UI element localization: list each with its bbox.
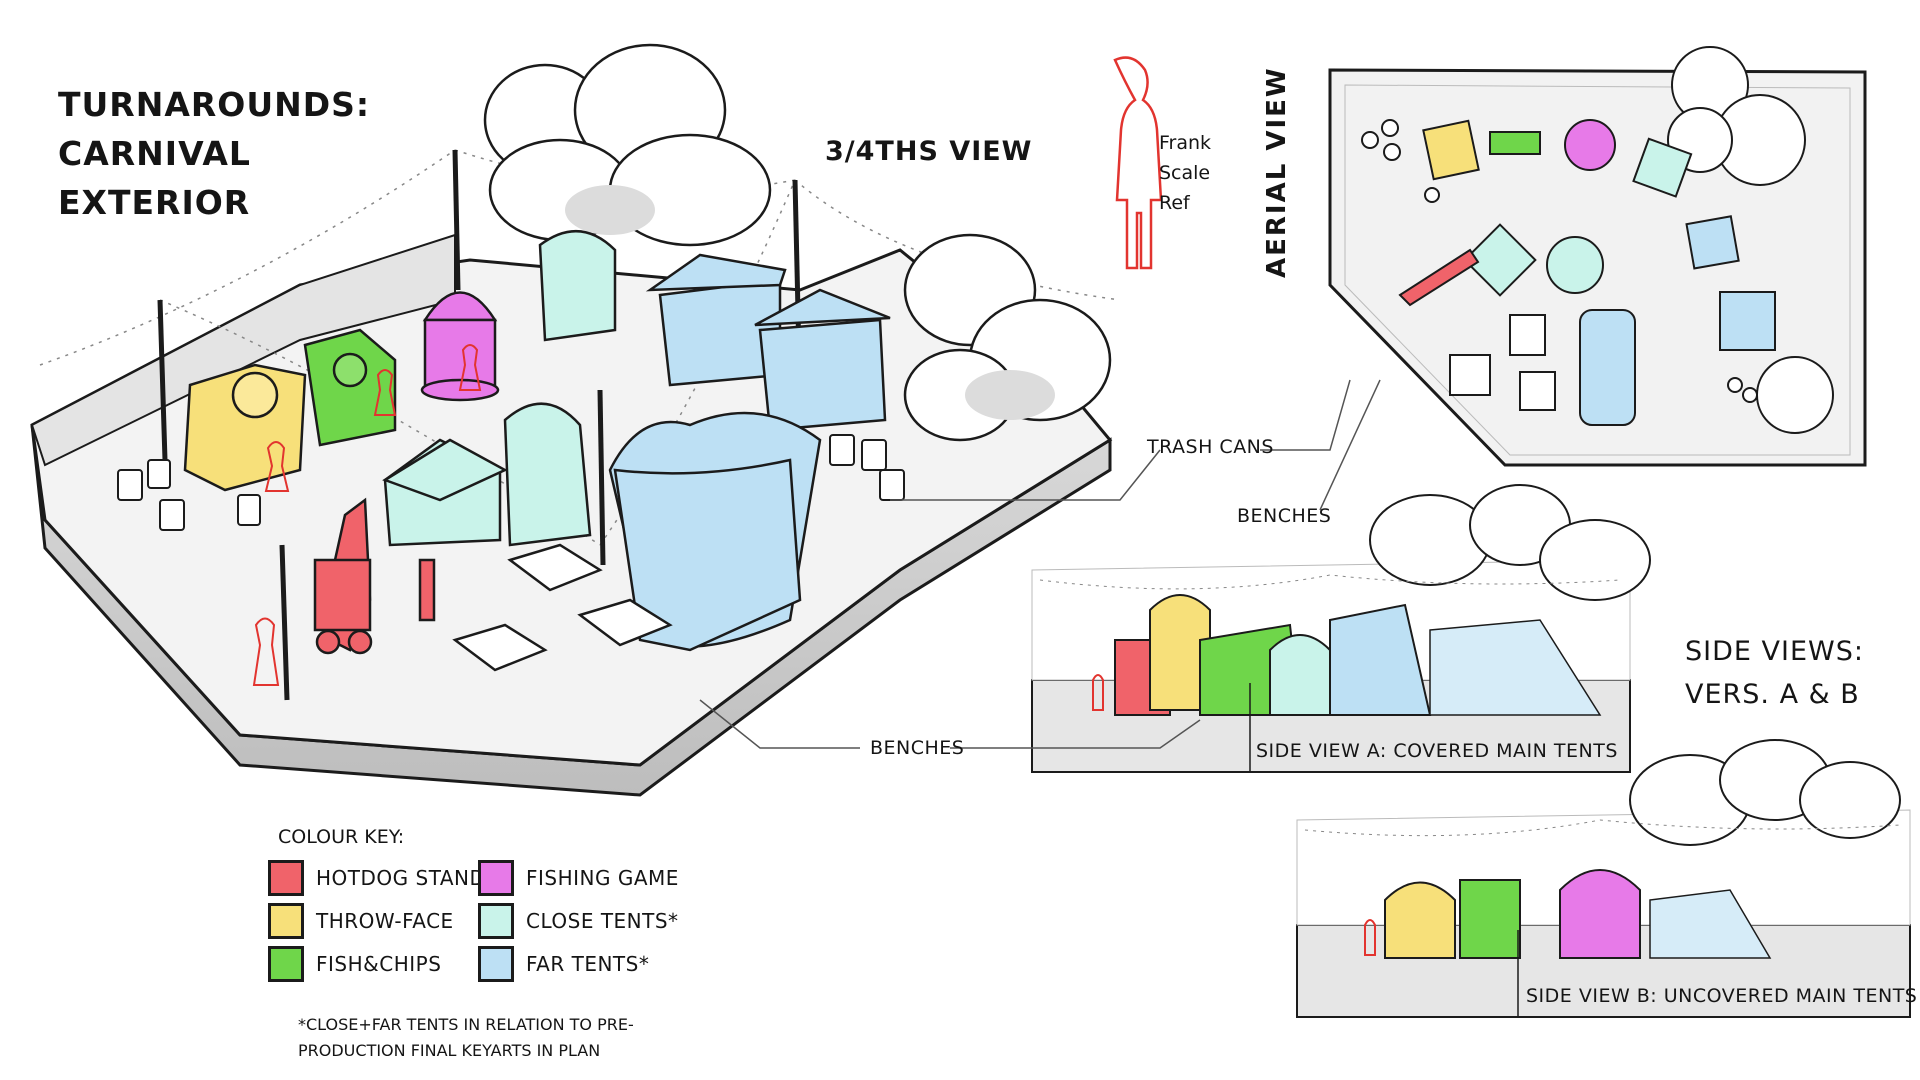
- side-view-b-caption: SIDE VIEW B: UNCOVERED MAIN TENTS: [1526, 985, 1918, 1007]
- key-label: THROW-FACE: [316, 909, 454, 933]
- side-view-a-drawing: [1031, 484, 1651, 773]
- swatch-yellow: [268, 903, 304, 939]
- scale-ref-line-3: Ref: [1159, 192, 1190, 214]
- key-item-fishing-game: FISHING GAME: [478, 860, 679, 896]
- trash-cans-callout: TRASH CANS: [1147, 436, 1274, 458]
- swatch-green: [268, 946, 304, 982]
- swatch-mint: [478, 903, 514, 939]
- side-views-line-1: SIDE VIEWS:: [1685, 636, 1864, 667]
- aerial-view-label: AERIAL VIEW: [1262, 66, 1292, 278]
- swatch-red: [268, 860, 304, 896]
- swatch-pink: [478, 860, 514, 896]
- page-title: TURNAROUNDS: CARNIVAL EXTERIOR: [58, 80, 370, 227]
- swatch-light-blue: [478, 946, 514, 982]
- key-item-fish-and-chips: FISH&CHIPS: [268, 946, 441, 982]
- side-view-b-drawing: [1296, 739, 1911, 1018]
- three-quarter-view-label: 3/4THS VIEW: [825, 136, 1033, 167]
- title-line-1: TURNAROUNDS:: [58, 85, 371, 124]
- scale-ref-line-2: Scale: [1159, 162, 1211, 184]
- benches-callout-bottom: BENCHES: [870, 737, 965, 759]
- colour-key-footnote: *CLOSE+FAR TENTS IN RELATION TO PRE- PRO…: [298, 1012, 634, 1064]
- side-views-label: SIDE VIEWS: VERS. A & B: [1685, 630, 1864, 716]
- footnote-line-2: PRODUCTION FINAL KEYARTS IN PLAN: [298, 1041, 601, 1060]
- key-item-close-tents: CLOSE TENTS*: [478, 903, 679, 939]
- callout-leaders: [699, 379, 1381, 749]
- aerial-view-drawing: [1328, 46, 1867, 467]
- key-label: FAR TENTS*: [526, 952, 650, 976]
- side-views-line-2: VERS. A & B: [1685, 679, 1860, 710]
- benches-callout-top: BENCHES: [1237, 505, 1332, 527]
- colour-key-title: COLOUR KEY:: [278, 826, 405, 848]
- scale-ref-line-1: Frank: [1159, 132, 1212, 154]
- three-quarter-diorama: [30, 43, 1121, 797]
- frank-scale-figure: [1113, 56, 1163, 270]
- key-item-throw-face: THROW-FACE: [268, 903, 454, 939]
- key-label: FISHING GAME: [526, 866, 679, 890]
- title-line-3: EXTERIOR: [58, 183, 251, 222]
- side-view-a-caption: SIDE VIEW A: COVERED MAIN TENTS: [1256, 740, 1618, 762]
- frank-scale-label: Frank Scale Ref: [1159, 128, 1211, 218]
- key-label: FISH&CHIPS: [316, 952, 442, 976]
- key-label: CLOSE TENTS*: [526, 909, 679, 933]
- key-item-hotdog-stand: HOTDOG STAND: [268, 860, 485, 896]
- footnote-line-1: *CLOSE+FAR TENTS IN RELATION TO PRE-: [298, 1015, 634, 1034]
- key-item-far-tents: FAR TENTS*: [478, 946, 649, 982]
- title-line-2: CARNIVAL: [58, 134, 251, 173]
- key-label: HOTDOG STAND: [316, 866, 486, 890]
